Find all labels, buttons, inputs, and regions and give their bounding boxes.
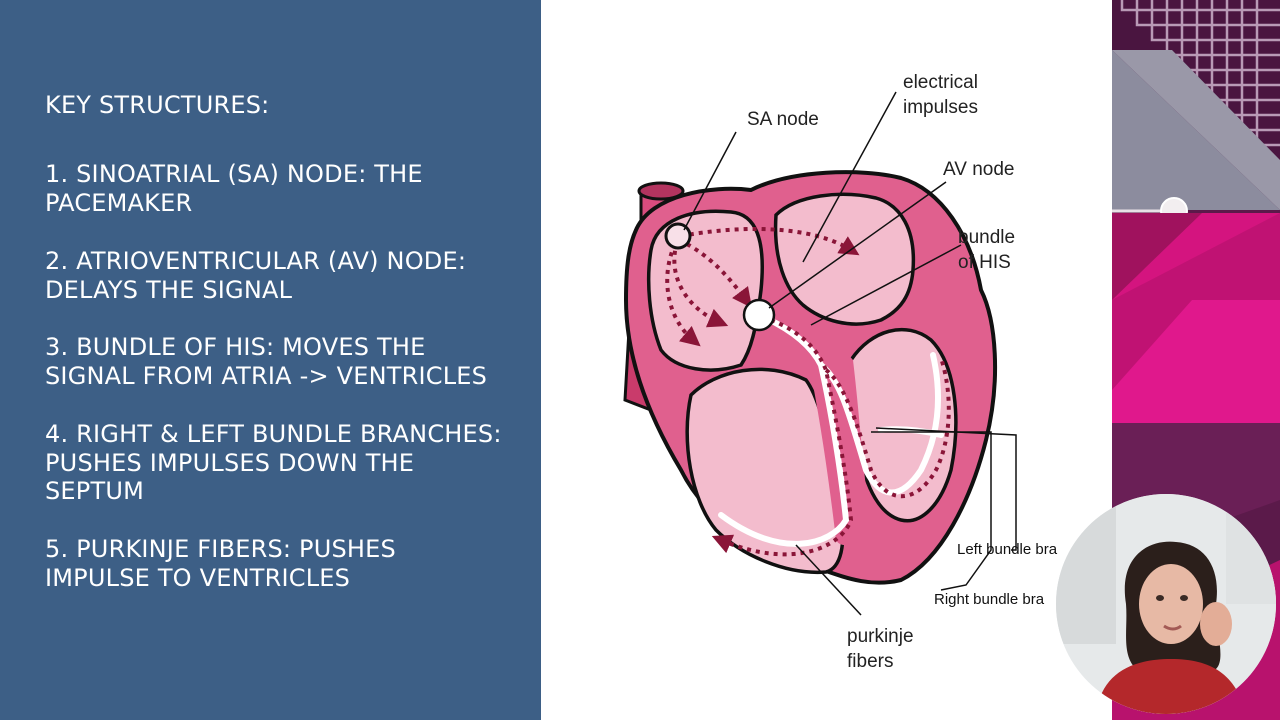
heart-conduction-diagram xyxy=(623,91,1017,616)
right-atrium xyxy=(646,209,764,372)
list-item: 2. ATRIOVENTRICULAR (AV) NODE: DELAYS TH… xyxy=(45,247,466,304)
item-line: 5. PURKINJE FIBERS: PUSHES xyxy=(45,535,396,563)
label-line: electrical xyxy=(903,72,978,93)
label-line: bundle xyxy=(958,227,1016,248)
label-bundle-of-his: bundle of HIS xyxy=(958,225,1015,275)
item-line: 3. BUNDLE OF HIS: MOVES THE xyxy=(45,333,426,361)
label-right-bundle-branch: Right bundle bra xyxy=(934,591,1045,608)
leader-lines xyxy=(683,91,1017,616)
list-item: 3. BUNDLE OF HIS: MOVES THE SIGNAL FROM … xyxy=(45,333,487,390)
item-line: IMPULSE TO VENTRICLES xyxy=(45,563,351,592)
label-av-node: AV node xyxy=(943,159,1015,180)
item-line: 4. RIGHT & LEFT BUNDLE BRANCHES: xyxy=(45,420,502,448)
label-purkinje-fibers: purkinje fibers xyxy=(847,624,914,674)
item-line: 1. SINOATRIAL (SA) NODE: THE xyxy=(45,160,423,188)
label-line: of HIS xyxy=(958,252,1011,273)
label-electrical-impulses: electrical impulses xyxy=(903,70,978,120)
presenter-avatar xyxy=(1056,494,1276,714)
item-line: SIGNAL FROM ATRIA -> VENTRICLES xyxy=(45,361,488,390)
list-item: 4. RIGHT & LEFT BUNDLE BRANCHES: PUSHES … xyxy=(45,420,502,506)
item-line: PUSHES IMPULSES DOWN THE xyxy=(45,448,415,477)
item-line: 2. ATRIOVENTRICULAR (AV) NODE: xyxy=(45,247,467,275)
diagram-panel: electrical impulses SA node AV node bund… xyxy=(541,0,1112,720)
av-node-marker xyxy=(742,298,776,332)
label-line: impulses xyxy=(903,97,978,118)
label-left-bundle-branch: Left bundle bra xyxy=(957,541,1058,558)
left-atrium xyxy=(773,192,916,326)
slide-heading: KEY STRUCTURES: xyxy=(45,91,270,119)
slide-text-panel: KEY STRUCTURES: 1. SINOATRIAL (SA) NODE:… xyxy=(0,0,541,720)
label-sa-node: SA node xyxy=(747,109,819,130)
presenter-webcam xyxy=(1056,494,1276,714)
list-item: 5. PURKINJE FIBERS: PUSHES IMPULSE TO VE… xyxy=(45,535,396,592)
item-line: PACEMAKER xyxy=(45,188,193,217)
sa-node-marker xyxy=(664,222,692,250)
label-line: purkinje xyxy=(847,626,914,647)
list-item: 1. SINOATRIAL (SA) NODE: THE PACEMAKER xyxy=(45,160,423,217)
item-line: DELAYS THE SIGNAL xyxy=(45,275,293,304)
label-line: fibers xyxy=(847,651,894,672)
item-line: SEPTUM xyxy=(45,477,145,505)
